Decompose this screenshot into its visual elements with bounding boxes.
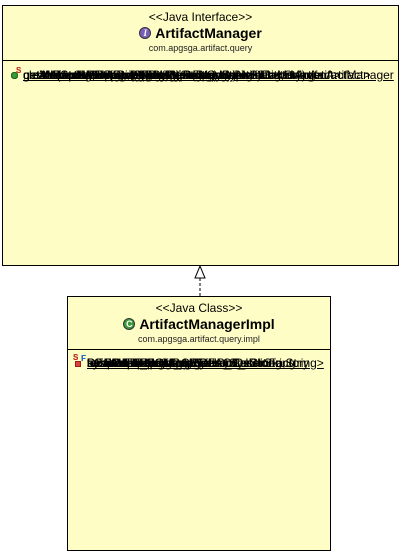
class-box[interactable]: <<Java Class>> C ArtifactManagerImpl com…	[67, 296, 331, 551]
method-signature: getArtifactName(String,String,String):St…	[23, 68, 253, 82]
static-marker-icon: S	[73, 353, 79, 362]
interface-box[interactable]: <<Java Interface>> I ArtifactManager com…	[2, 5, 399, 266]
realization-arrowhead	[194, 264, 206, 279]
method-signature: getAllDependencies(String,SearchConditio…	[23, 68, 371, 82]
field-declaration: localRepo: String	[87, 356, 179, 370]
final-marker-icon: F	[81, 354, 86, 363]
field-declaration: DEFAULT_BOM_GROUP_ID: String	[87, 356, 282, 370]
method-signature: getArtifactsWithNameFromBom(String):List…	[23, 68, 341, 82]
class-name: ArtifactManagerImpl	[139, 316, 275, 332]
interface-name: ArtifactManager	[155, 25, 262, 41]
method-signature: create(String,String,String,RepositorySy…	[23, 68, 394, 82]
interface-header: <<Java Interface>> I ArtifactManager com…	[3, 6, 398, 61]
class-package: com.apgsga.artifact.query.impl	[138, 334, 260, 344]
final-marker-icon: F	[81, 354, 86, 363]
field-declaration: system: RepositorySystem	[87, 356, 230, 370]
field-declaration: LOGGER: Logger	[87, 356, 183, 370]
field-declaration: DEFAULT_BOM_ARTIFACT_ID: String	[87, 356, 296, 370]
static-marker-icon: S	[16, 66, 22, 75]
field-declaration: bomGroupId: String	[87, 356, 192, 370]
field-declaration: systemFactory: RepositorySystemFactory	[87, 356, 310, 370]
method-signature: create(String,RepositorySystemFactory):A…	[23, 68, 325, 82]
field-declaration: lcoalRepoResource: Resource	[87, 356, 250, 370]
static-marker-icon: S	[73, 353, 79, 362]
final-marker-icon: F	[81, 354, 86, 363]
static-marker-icon: S	[73, 353, 79, 362]
static-marker-icon: S	[73, 353, 79, 362]
field-declaration: templateMap: Map<SearchCondition,String>	[87, 356, 324, 370]
interface-icon: I	[139, 27, 152, 39]
class-header: <<Java Class>> C ArtifactManagerImpl com…	[68, 297, 330, 350]
final-marker-icon: F	[81, 354, 86, 363]
private-field-icon	[75, 361, 81, 367]
final-marker-icon: F	[81, 354, 86, 363]
class-stereotype: <<Java Class>>	[155, 301, 243, 315]
method-signature: createMock(String):ArtifactManager	[23, 68, 213, 82]
field-declaration: bomArtefactId: String	[87, 356, 200, 370]
method-signature: getArtifactsWithNameAsMap(String):Map<St…	[23, 68, 323, 82]
method-signature: getVersionsProperties(String):Properties	[23, 68, 238, 82]
final-marker-icon: F	[81, 354, 86, 363]
method-signature: getAllDependencies(String):List<MavenArt…	[23, 68, 279, 82]
method-signature: cleanLocalMavenRepo():void	[23, 68, 179, 82]
class-icon: C	[123, 318, 136, 330]
static-marker-icon: S	[16, 66, 22, 75]
static-marker-icon: S	[16, 66, 22, 75]
field-declaration: session: RepositorySystemSession	[87, 356, 275, 370]
public-method-icon	[11, 72, 18, 79]
interface-stereotype: <<Java Interface>>	[148, 10, 253, 24]
interface-package: com.apgsga.artifact.query	[148, 43, 253, 53]
method-signature: getMavenLocalRepo():File	[23, 68, 164, 82]
final-marker-icon: F	[81, 354, 86, 363]
